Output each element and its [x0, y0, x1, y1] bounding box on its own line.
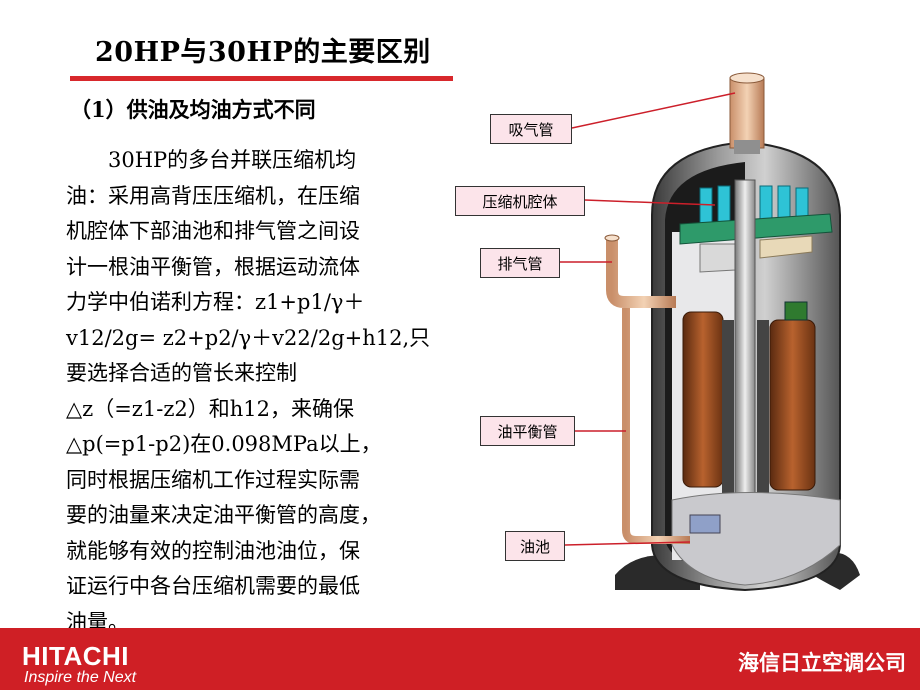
- body-line: 计一根油平衡管，根据运动流体: [66, 254, 360, 279]
- label-compressor-shell: 压缩机腔体: [455, 186, 585, 216]
- title-underline: [70, 76, 453, 81]
- hitachi-logo: HITACHI: [22, 641, 130, 671]
- body-line: △z（=z1-z2）和h12，来确保: [66, 396, 355, 421]
- label-discharge-pipe: 排气管: [480, 248, 560, 278]
- body-line: △p(=p1-p2)在0.098MPa以上，: [66, 432, 382, 456]
- suction-pipe: [729, 72, 765, 154]
- body-line: 力学中伯诺利方程：z1+p1/γ＋: [66, 290, 365, 314]
- body-line: 油：采用高背压压缩机，在压缩: [66, 183, 360, 208]
- leader-lines: [560, 92, 736, 546]
- slide-title: 20HP与30HP的主要区别: [95, 37, 431, 68]
- body-line: 同时根据压缩机工作过程实际需: [66, 467, 360, 492]
- body-line: 就能够有效的控制油池油位，保: [66, 538, 360, 563]
- footer-bar: HITACHI Inspire the Next 海信日立空调公司: [0, 628, 920, 690]
- motor-stator-coils: [682, 301, 816, 495]
- body-paragraph: 30HP的多台并联压缩机均 油：采用高背压压缩机，在压缩 机腔体下部油池和排气管…: [66, 143, 456, 640]
- label-oil-balance-pipe: 油平衡管: [480, 416, 575, 446]
- body-line: 要的油量来决定油平衡管的高度，: [66, 503, 381, 527]
- body-line: v12/2g= z2+p2/γ＋v22/2g+h12,只: [66, 325, 431, 350]
- company-name: 海信日立空调公司: [738, 651, 906, 675]
- body-line: 证运行中各台压缩机需要的最低: [66, 574, 360, 598]
- label-oil-sump: 油池: [505, 531, 565, 561]
- body-line: 30HP的多台并联压缩机均: [66, 148, 357, 172]
- brand-tagline: Inspire the Next: [24, 669, 137, 686]
- body-line: 要选择合适的管长来控制: [66, 361, 297, 385]
- oil-balance-pipe: [622, 308, 690, 544]
- label-suction-pipe: 吸气管: [490, 114, 572, 144]
- body-line: 机腔体下部油池和排气管之间设: [66, 219, 360, 243]
- slide-subtitle: （1）供油及均油方式不同: [70, 97, 316, 122]
- scroll-chamber: [679, 185, 833, 273]
- discharge-pipe: [606, 238, 676, 308]
